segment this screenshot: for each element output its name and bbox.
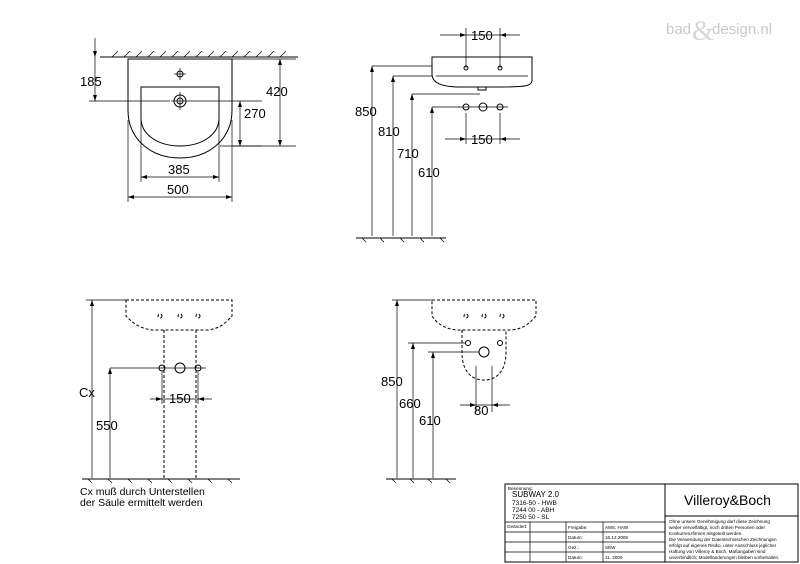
waste-hole-semi <box>478 346 490 358</box>
side-view: 150 850 810 710 610 150 <box>355 28 533 243</box>
tb-legal-1: Ohne unsere Genehmigung darf diese Zeich… <box>669 519 770 524</box>
dim-850-front: 850 <box>381 374 403 389</box>
tb-label-benennung: Benennung: <box>508 486 533 491</box>
tb-legal-4: Die Verwendung der Datentechnischen Zeic… <box>669 537 777 542</box>
dim-385: 385 <box>168 162 190 177</box>
tb-legal-6: Haftung von Villeroy & Boch. Maßangaben … <box>669 549 766 554</box>
semi-pedestal-dashed <box>461 330 507 381</box>
title-block: Benennung: SUBWAY 2.0 7316-50 - HWB 7244… <box>504 483 799 563</box>
dim-150-top: 150 <box>471 28 493 43</box>
tb-label-datum1: Datum: <box>568 535 583 540</box>
basin-bowl <box>140 86 220 147</box>
dim-610-front: 610 <box>419 413 441 428</box>
tb-item3: 7250 50 - SL <box>512 514 550 521</box>
tb-product: SUBWAY 2.0 <box>512 490 560 499</box>
tb-legal-7: unverbindlich; Modelländerungen bleiben … <box>669 555 779 560</box>
dim-500: 500 <box>167 182 189 197</box>
dim-610-side: 610 <box>418 165 440 180</box>
wall-hatch-top <box>111 50 287 58</box>
dim-850-side: 850 <box>355 104 377 119</box>
tb-value-freigabe: AMS; HAW <box>605 525 629 530</box>
tb-label-gez: Gez.: <box>568 545 579 550</box>
front-semi-pedestal-view: 850 660 610 80 <box>381 299 537 484</box>
floor-hatch-side <box>361 237 445 243</box>
watermark-left: bad <box>666 21 691 38</box>
brand-logo-text: Villeroy&Boch <box>684 492 771 508</box>
tb-item1: 7316-50 - HWB <box>512 500 557 507</box>
tb-label-datum2: Datum: <box>568 555 583 560</box>
dim-185: 185 <box>80 74 102 89</box>
dim-150-bottom: 150 <box>471 132 493 147</box>
tb-legal-3: Konkurrenzfirmen mitgeteilt werden. <box>669 531 743 536</box>
tb-value-datum1: 16.12.2009 <box>605 535 628 540</box>
basin-front-dashed <box>125 299 233 331</box>
dim-550: 550 <box>96 418 118 433</box>
cx-note-line2: der Säule ermittelt werden <box>80 497 203 509</box>
watermark-amp: & <box>692 16 714 47</box>
dim-80: 80 <box>474 403 488 418</box>
floor-hatch-pedestal <box>87 478 233 484</box>
basin-outline <box>127 58 233 159</box>
dim-810: 810 <box>378 124 400 139</box>
top-view: 185 420 270 385 500 <box>80 38 298 202</box>
tb-value-datum2: 11. 2009 <box>605 555 623 560</box>
dim-150-pedestal: 150 <box>169 391 191 406</box>
dim-710: 710 <box>397 146 419 161</box>
watermark: bad & design.nl <box>666 16 772 47</box>
floor-hatch-semi <box>391 478 451 484</box>
tb-legal-2: weder vervielfältigt, noch dritten Perso… <box>669 525 765 530</box>
tb-label-geandert: Geändert: <box>507 524 527 529</box>
basin-front-dashed-2 <box>431 299 537 331</box>
dim-270: 270 <box>244 106 266 121</box>
cx-note-line1: Cx muß durch Unterstellen <box>80 486 205 498</box>
dim-420: 420 <box>266 84 288 99</box>
front-pedestal-view: 150 Cx 550 Cx muß durch Unterstellen der… <box>79 299 240 509</box>
tb-value-gez: SEW <box>605 545 616 550</box>
dim-cx: Cx <box>79 385 95 400</box>
watermark-right: design.nl <box>712 21 772 38</box>
tb-item2: 7244 00 - ABH <box>512 507 555 514</box>
tb-label-freigabe: Freigabe: <box>568 525 587 530</box>
basin-side <box>431 56 533 88</box>
tb-legal-5: erfolgt auf eigenes Risiko, unter Aussch… <box>669 543 777 548</box>
dim-660: 660 <box>399 396 421 411</box>
